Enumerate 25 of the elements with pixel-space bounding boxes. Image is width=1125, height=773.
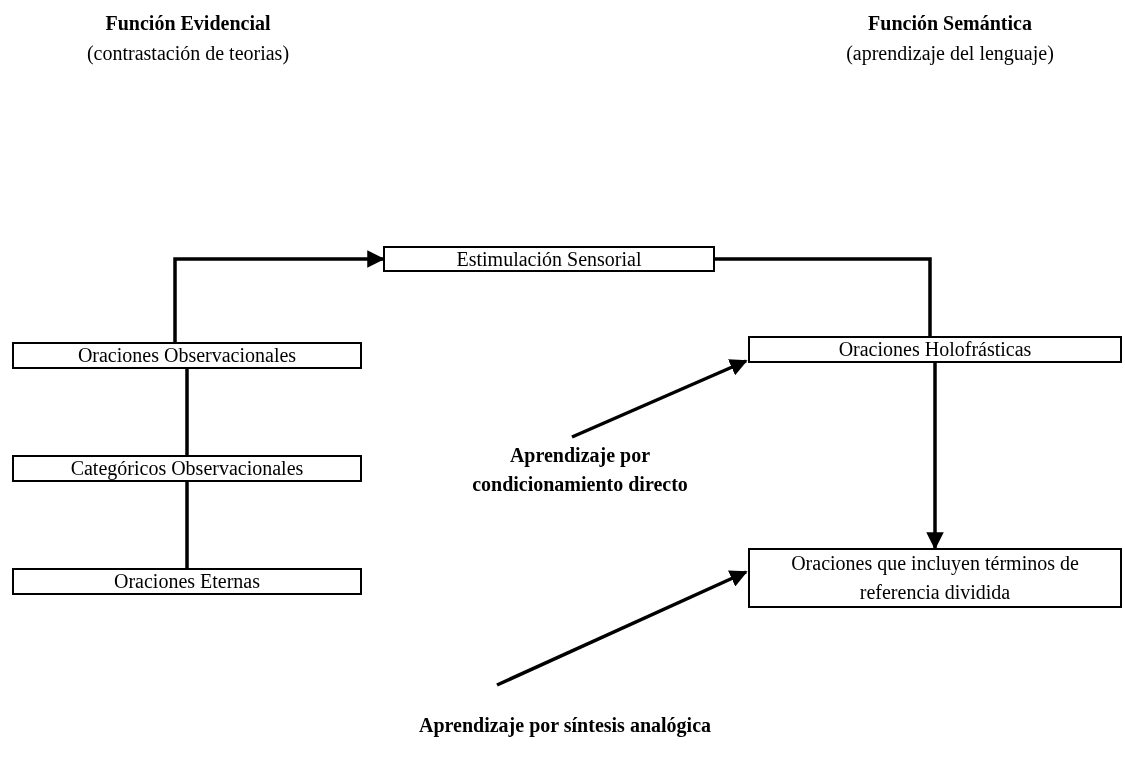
sentence-box [12,568,362,595]
box-label: Oraciones Observacionales [77,343,297,368]
arrow [926,363,944,550]
column-subheading: (contrastación de teorias) [85,42,291,65]
box-label: Oraciones Eternas [113,569,260,594]
sentence-box [12,455,362,482]
box-label: Categóricos Observacionales [70,456,304,482]
annotation-text: Aprendizaje por condicionamiento directo [445,420,715,520]
column-heading: Función Semántica [867,12,1033,35]
sentence-box [748,336,1122,363]
column-heading: Función Evidencial [104,12,272,35]
arrow [173,250,385,342]
sentence-box [383,246,715,272]
connector-line [715,257,932,336]
arrow [571,359,748,439]
sentence-box [12,342,362,369]
connector-line [185,482,189,568]
box-label: Oraciones que incluyen términos de referencia dividida [790,551,1080,605]
box-label: Oraciones Holofrásticas [838,337,1032,362]
annotation-text: Aprendizaje por síntesis analógica [410,680,720,770]
connector-line [185,369,189,455]
sentence-box [748,548,1122,608]
arrow [496,570,748,687]
box-label: Estimulación Sensorial [456,246,642,272]
column-subheading: (aprendizaje del lenguaje) [845,42,1055,65]
